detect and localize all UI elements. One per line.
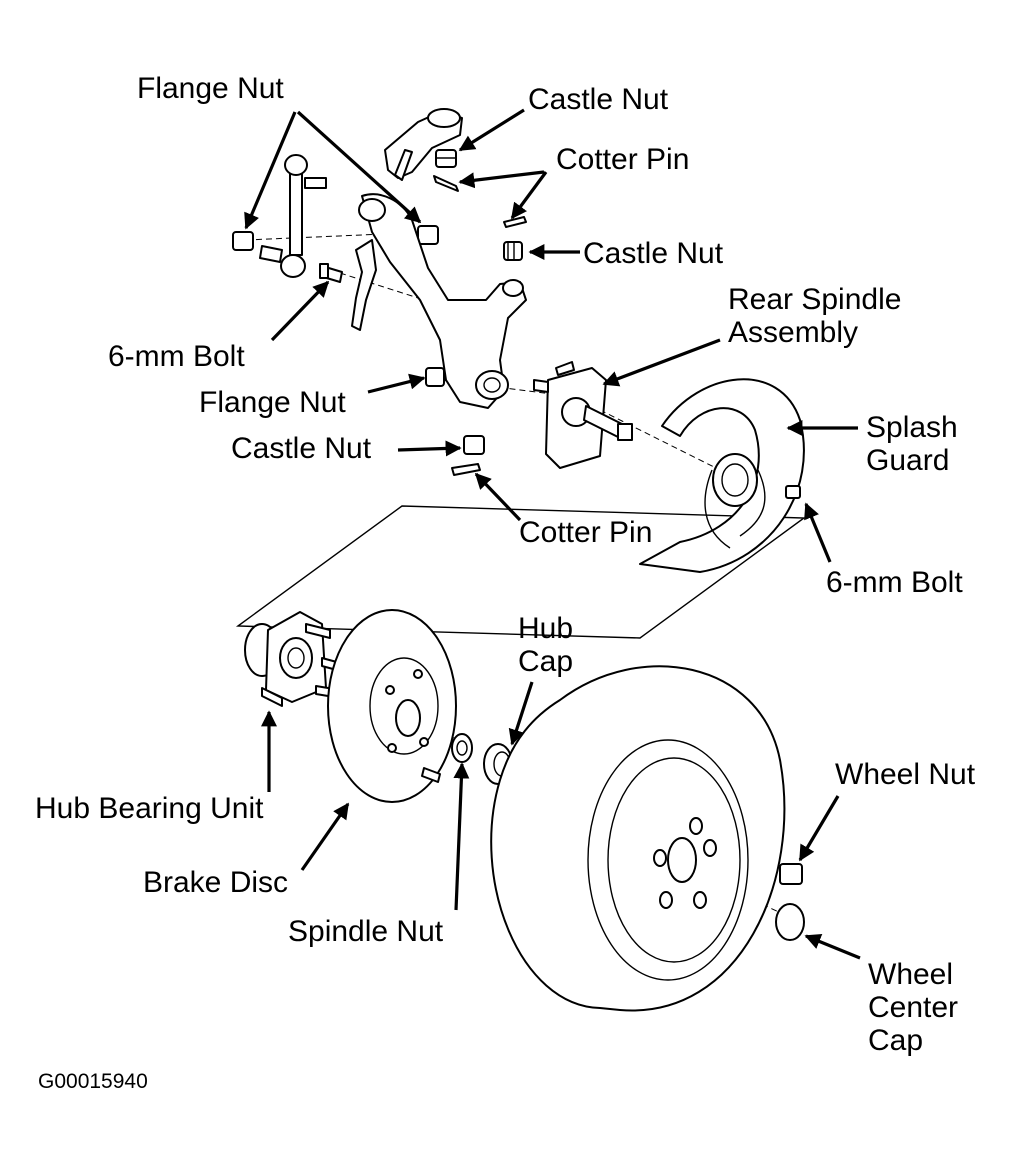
cotter-pin-top bbox=[433, 175, 459, 192]
label-cotter-pin-low: Cotter Pin bbox=[519, 516, 653, 549]
leader-lines bbox=[244, 108, 861, 960]
brake-disc bbox=[327, 609, 457, 803]
wheel-tire bbox=[490, 665, 786, 1012]
label-flange-nut-mid: Flange Nut bbox=[199, 386, 346, 419]
cotter-pin-mid bbox=[503, 216, 527, 228]
bolt-6mm-left bbox=[319, 263, 343, 283]
flange-nut-left bbox=[232, 231, 254, 251]
label-wheel-nut: Wheel Nut bbox=[835, 758, 976, 791]
knuckle bbox=[358, 193, 527, 409]
flange-nut-mid bbox=[425, 367, 445, 387]
label-hub-bearing-unit: Hub Bearing Unit bbox=[35, 792, 264, 825]
stabilizer-link bbox=[259, 154, 327, 278]
figure-code: G00015940 bbox=[38, 1070, 148, 1093]
label-castle-nut-mid: Castle Nut bbox=[583, 237, 724, 270]
assembly-outline-plane bbox=[235, 505, 807, 639]
label-flange-nut-top: Flange Nut bbox=[137, 72, 284, 105]
sensor-bracket bbox=[351, 239, 377, 331]
bolt-6mm-right bbox=[785, 485, 801, 499]
castle-nut-top bbox=[435, 149, 457, 168]
upper-control-arm bbox=[384, 108, 463, 181]
hub-bearing-unit bbox=[244, 611, 345, 707]
label-6mm-bolt-left: 6-mm Bolt bbox=[108, 340, 245, 373]
label-cotter-pin-top: Cotter Pin bbox=[556, 143, 690, 176]
splash-guard bbox=[639, 378, 805, 573]
cotter-pin-low bbox=[451, 463, 481, 476]
rear-spindle-assembly bbox=[533, 361, 633, 469]
label-6mm-bolt-right: 6-mm Bolt bbox=[826, 566, 963, 599]
castle-nut-low bbox=[463, 435, 485, 455]
spindle-nut bbox=[451, 733, 473, 763]
label-spindle-nut: Spindle Nut bbox=[288, 915, 444, 948]
label-brake-disc: Brake Disc bbox=[143, 866, 289, 899]
label-castle-nut-low: Castle Nut bbox=[231, 432, 372, 465]
label-castle-nut-top: Castle Nut bbox=[528, 83, 669, 116]
wheel-center-cap bbox=[775, 903, 805, 941]
flange-nut-right bbox=[417, 225, 439, 245]
castle-nut-mid bbox=[503, 241, 523, 261]
wheel-nut bbox=[779, 863, 803, 885]
